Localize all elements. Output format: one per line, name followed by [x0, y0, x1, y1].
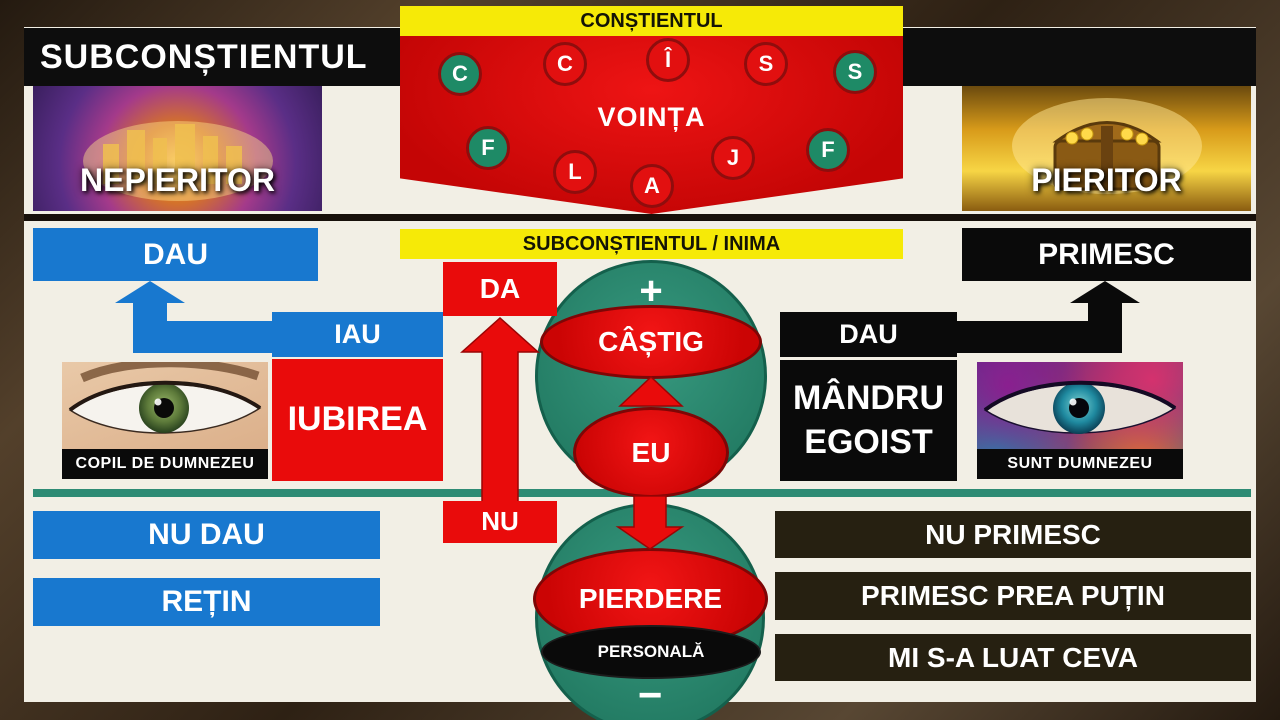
dont-give-label: NU DAU [148, 518, 265, 552]
will-shield: C C Î S S F L A J F VOINȚA [400, 36, 903, 214]
dont-receive-label: NU PRIMESC [925, 518, 1101, 550]
egoist-label: EGOIST [804, 422, 933, 461]
letter-circle: A [630, 164, 674, 208]
letter-circle: F [806, 128, 850, 172]
eye-illustration [68, 362, 262, 434]
ego-label: EU [631, 436, 671, 468]
city-illustration [83, 121, 273, 201]
page-title: SUBCONȘTIENTUL [40, 37, 368, 76]
colorful-eye-image: SUNT DUMNEZEU [977, 362, 1183, 479]
imperishable-caption: NEPIERITOR [80, 162, 275, 198]
letter-circle: F [466, 126, 510, 170]
take-box: IAU [272, 312, 443, 357]
letter-circle: Î [646, 38, 690, 82]
personal-label: PERSONALĂ [597, 642, 705, 661]
something-taken-box: MI S-A LUAT CEVA [775, 634, 1251, 681]
receive-label: PRIMESC [1038, 237, 1175, 271]
divider-conscious [24, 214, 1256, 221]
gain-label: CÂȘTIG [598, 326, 704, 357]
withhold-label: REȚIN [161, 585, 252, 619]
personal-ellipse: PERSONALĂ [541, 625, 761, 679]
proud-egoist-box: MÂNDRU EGOIST [780, 360, 957, 481]
loss-label: PIERDERE [578, 583, 723, 614]
receive-box: PRIMESC [962, 228, 1251, 281]
dont-receive-box: NU PRIMESC [775, 511, 1251, 558]
plus-sign: + [639, 269, 663, 313]
love-box: IUBIREA [272, 359, 443, 481]
dont-give-box: NU DAU [33, 511, 380, 559]
no-label: NU [481, 506, 519, 537]
i-am-god-label: SUNT DUMNEZEU [977, 449, 1183, 479]
heart-bar: SUBCONȘTIENTUL / INIMA [400, 229, 903, 259]
chest-illustration [1012, 98, 1202, 194]
give-label: DAU [143, 237, 208, 271]
letter-circle: J [711, 136, 755, 180]
green-eye-image: COPIL DE DUMNEZEU [62, 362, 268, 479]
receive-too-little-label: PRIMESC PREA PUȚIN [861, 580, 1165, 612]
letter-circle: S [833, 50, 877, 94]
heart-bar-label: SUBCONȘTIENTUL / INIMA [522, 232, 781, 255]
eye-illustration [983, 380, 1177, 434]
love-label: IUBIREA [287, 400, 428, 439]
yes-label: DA [479, 273, 521, 305]
ego-ellipse: EU [573, 407, 729, 498]
no-box: NU [443, 501, 557, 543]
proud-label: MÂNDRU [792, 378, 945, 417]
child-of-god-label: COPIL DE DUMNEZEU [62, 449, 268, 479]
will-label: VOINȚA [597, 102, 706, 132]
receive-too-little-box: PRIMESC PREA PUȚIN [775, 572, 1251, 620]
letter-circle: C [543, 42, 587, 86]
give-right-label: DAU [839, 319, 898, 350]
letter-circle: L [553, 150, 597, 194]
heavenly-city-image: NEPIERITOR [33, 86, 322, 211]
letter-circle: S [744, 42, 788, 86]
give-right-box: DAU [780, 312, 957, 357]
withhold-box: REȚIN [33, 578, 380, 626]
conscious-bar: CONȘTIENTUL [400, 6, 903, 36]
give-box: DAU [33, 228, 318, 281]
gain-ellipse: CÂȘTIG [540, 305, 762, 379]
yes-box: DA [443, 262, 557, 316]
conscious-label: CONȘTIENTUL [580, 9, 723, 32]
treasure-chest-image: PIERITOR [962, 86, 1251, 211]
perishable-caption: PIERITOR [1031, 162, 1182, 198]
letter-circle: C [438, 52, 482, 96]
take-label: IAU [334, 319, 381, 350]
something-taken-label: MI S-A LUAT CEVA [888, 641, 1138, 673]
